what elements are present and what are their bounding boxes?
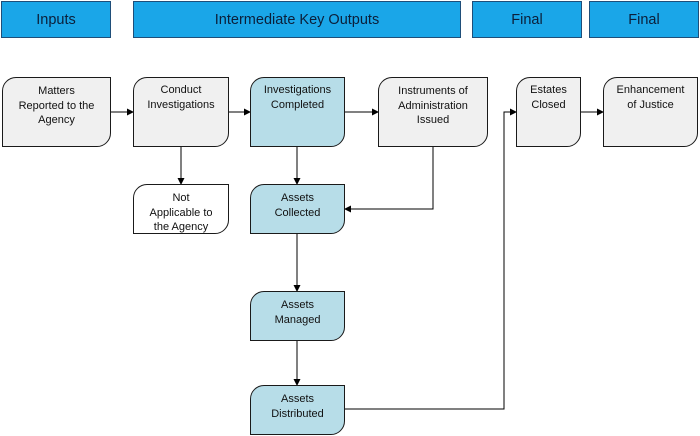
node-assets-managed-label: Assets Managed [274,299,321,326]
node-not-applicable: Not Applicable to the Agency [133,184,229,234]
node-estates-closed-label: Estates Closed [530,84,567,111]
node-instruments-issued-label: Instruments of Administration Issued [398,85,468,126]
node-matters-reported-label: Matters Reported to the Agency [18,85,95,126]
node-not-applicable-label: Not Applicable to the Agency [149,192,213,233]
header-intermediate-key-outputs: Intermediate Key Outputs [133,1,461,38]
node-investigations-completed: Investigations Completed [250,77,345,147]
node-investigations-completed-label: Investigations Completed [263,84,332,111]
node-estates-closed: Estates Closed [516,77,581,147]
node-assets-distributed: Assets Distributed [250,385,345,435]
header-inputs: Inputs [1,1,111,38]
node-assets-collected: Assets Collected [250,184,345,234]
node-enhancement-of-justice-label: Enhancement of Justice [616,84,685,111]
node-matters-reported: Matters Reported to the Agency [2,77,111,147]
header-intermediate-label: Intermediate Key Outputs [214,11,380,28]
node-enhancement-of-justice: Enhancement of Justice [603,77,698,147]
node-assets-managed: Assets Managed [250,291,345,341]
header-inputs-label: Inputs [36,11,76,28]
header-final-1-label: Final [511,11,543,28]
node-conduct-investigations-label: Conduct Investigations [147,84,215,111]
node-assets-distributed-label: Assets Distributed [271,393,324,420]
node-assets-collected-label: Assets Collected [274,192,321,219]
header-final-1: Final [472,1,582,38]
arrow-instruments-to-collected [344,147,434,213]
header-final-2: Final [589,1,699,38]
arrow-distributed-to-estates [345,108,517,410]
node-instruments-issued: Instruments of Administration Issued [378,77,488,147]
header-final-2-label: Final [628,11,660,28]
node-conduct-investigations: Conduct Investigations [133,77,229,147]
